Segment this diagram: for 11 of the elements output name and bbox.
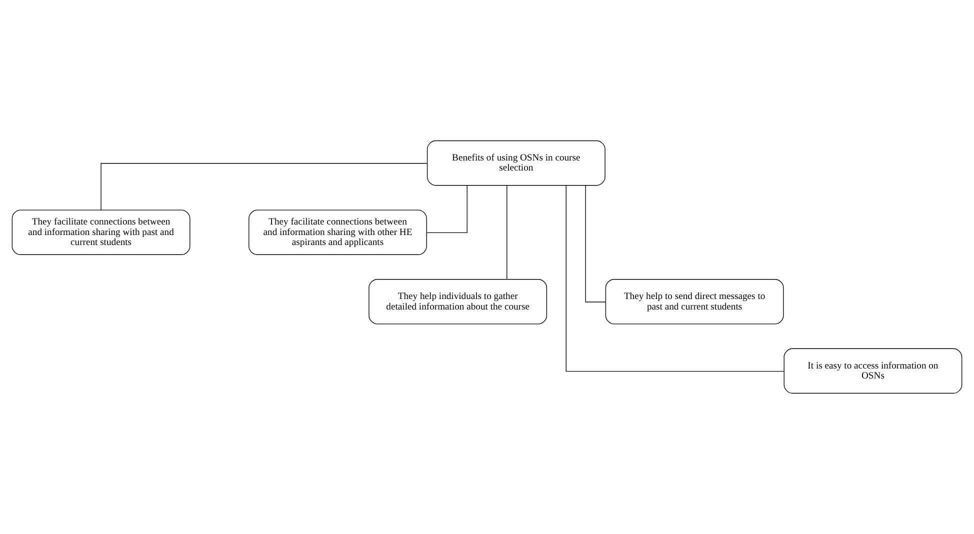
connector	[100, 163, 428, 210]
node-box: They facilitate connections between and information sharing with other HE aspirants and applicants	[248, 210, 427, 255]
node-box: Benefits of using OSNs in course selection	[426, 140, 606, 186]
connector	[566, 185, 784, 372]
node-box: They help individuals to gather detailed information about the course	[368, 279, 548, 324]
connector	[506, 185, 508, 280]
node-box: It is easy to access information on OSNs	[784, 348, 962, 394]
connector	[426, 185, 468, 234]
node-box: They help to send direct messages to past and current students	[605, 279, 784, 324]
connector	[585, 185, 606, 302]
node-box: They facilitate connections between and information sharing with past and current students	[12, 210, 190, 255]
